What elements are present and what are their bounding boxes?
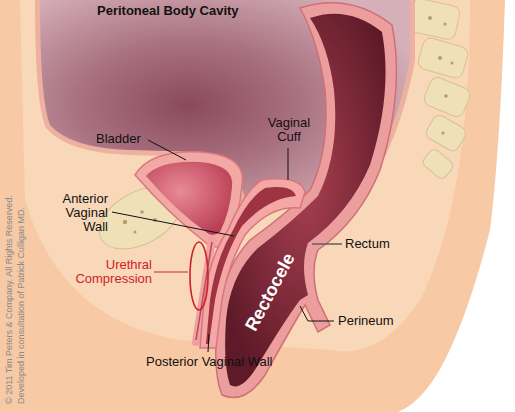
organ-label: Vaginal Cuff [260, 116, 318, 144]
leader-lines [112, 140, 342, 352]
organ-label: Posterior Vaginal Wall [146, 355, 272, 369]
organ-label: Bladder [96, 132, 141, 146]
callout-label: Urethral Compression [64, 258, 152, 286]
organ-label: Rectum [345, 237, 390, 251]
urethral-compression-ring [190, 242, 208, 310]
organ-label: Perineum [338, 314, 394, 328]
credit-note: Developed in consultation of Patrick Cul… [16, 207, 27, 404]
sacrum-bones [407, 0, 472, 181]
organ-label: Anterior Vaginal Wall [44, 192, 108, 234]
cavity-label: Peritoneal Body Cavity [97, 4, 239, 18]
urethral-leader [154, 272, 188, 273]
organ-label: Rectocele [241, 250, 299, 334]
vagina [200, 179, 305, 348]
copyright-note: © 2011 Tim Peters & Company. All Rights … [4, 195, 15, 404]
